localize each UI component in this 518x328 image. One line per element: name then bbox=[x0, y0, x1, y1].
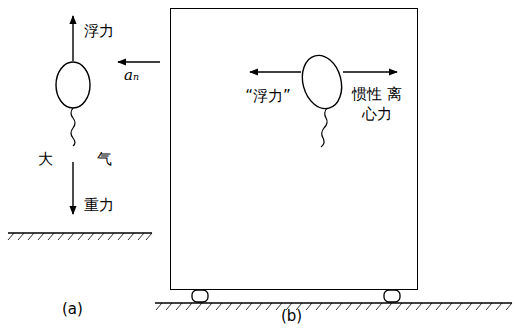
ground bbox=[8, 232, 152, 233]
container-box: “浮力” 惯性 离心力 bbox=[170, 8, 418, 290]
panel-label: (a) bbox=[62, 300, 83, 318]
acceleration-label: aₙ bbox=[124, 66, 139, 84]
wheel bbox=[384, 290, 400, 302]
buoyancy-arrow bbox=[72, 16, 73, 61]
force-label: 重力 bbox=[84, 196, 114, 214]
medium-label: 气 bbox=[97, 150, 112, 168]
ground-hatch bbox=[8, 233, 152, 240]
force-label: “浮力” bbox=[233, 87, 303, 107]
ground bbox=[155, 302, 512, 303]
string bbox=[71, 108, 75, 146]
string bbox=[321, 108, 327, 147]
buoyancy-arrow bbox=[250, 71, 301, 72]
gravity-arrow bbox=[72, 162, 73, 214]
medium-label: 大 bbox=[38, 150, 53, 168]
wheel bbox=[192, 290, 208, 302]
balloon bbox=[297, 51, 348, 113]
acceleration-arrow bbox=[118, 61, 160, 62]
ground-hatch bbox=[156, 303, 512, 310]
panel-label: (b) bbox=[281, 307, 302, 325]
balloon bbox=[56, 62, 90, 108]
centrifugal-arrow bbox=[343, 71, 397, 72]
force-label: 惯性 离心力 bbox=[349, 85, 405, 124]
force-label: 浮力 bbox=[84, 22, 114, 40]
